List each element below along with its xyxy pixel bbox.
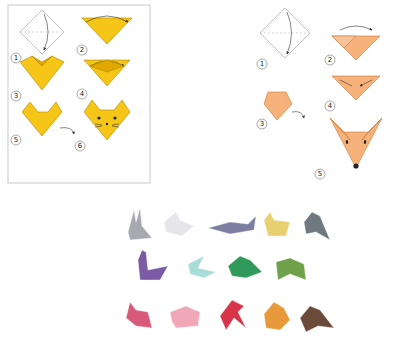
fox-steps	[260, 8, 382, 168]
step-number: 3	[258, 120, 267, 129]
step-number: 4	[78, 90, 87, 99]
step-number: 5	[316, 170, 325, 179]
cat-face	[95, 116, 119, 127]
step-number: 2	[78, 46, 87, 55]
step-number: 6	[76, 142, 85, 151]
cat-steps	[20, 10, 132, 140]
step-ring	[315, 169, 325, 179]
origami-animals	[126, 208, 334, 332]
step-number: 4	[326, 102, 335, 111]
step-ring	[11, 53, 21, 63]
step-ring	[325, 101, 335, 111]
step-rings	[11, 45, 335, 179]
step-number: 1	[258, 60, 267, 69]
step-number: 2	[326, 56, 335, 65]
fox-face	[346, 140, 366, 169]
step-ring	[75, 141, 85, 151]
step-ring	[11, 135, 21, 145]
step-ring	[11, 91, 21, 101]
step-ring	[77, 89, 87, 99]
step-ring	[77, 45, 87, 55]
step-ring	[257, 59, 267, 69]
cat-panel	[8, 5, 150, 183]
step-number: 5	[12, 136, 21, 145]
step-number: 3	[12, 92, 21, 101]
step-number: 1	[12, 54, 21, 63]
step-ring	[325, 55, 335, 65]
step-ring	[257, 119, 267, 129]
